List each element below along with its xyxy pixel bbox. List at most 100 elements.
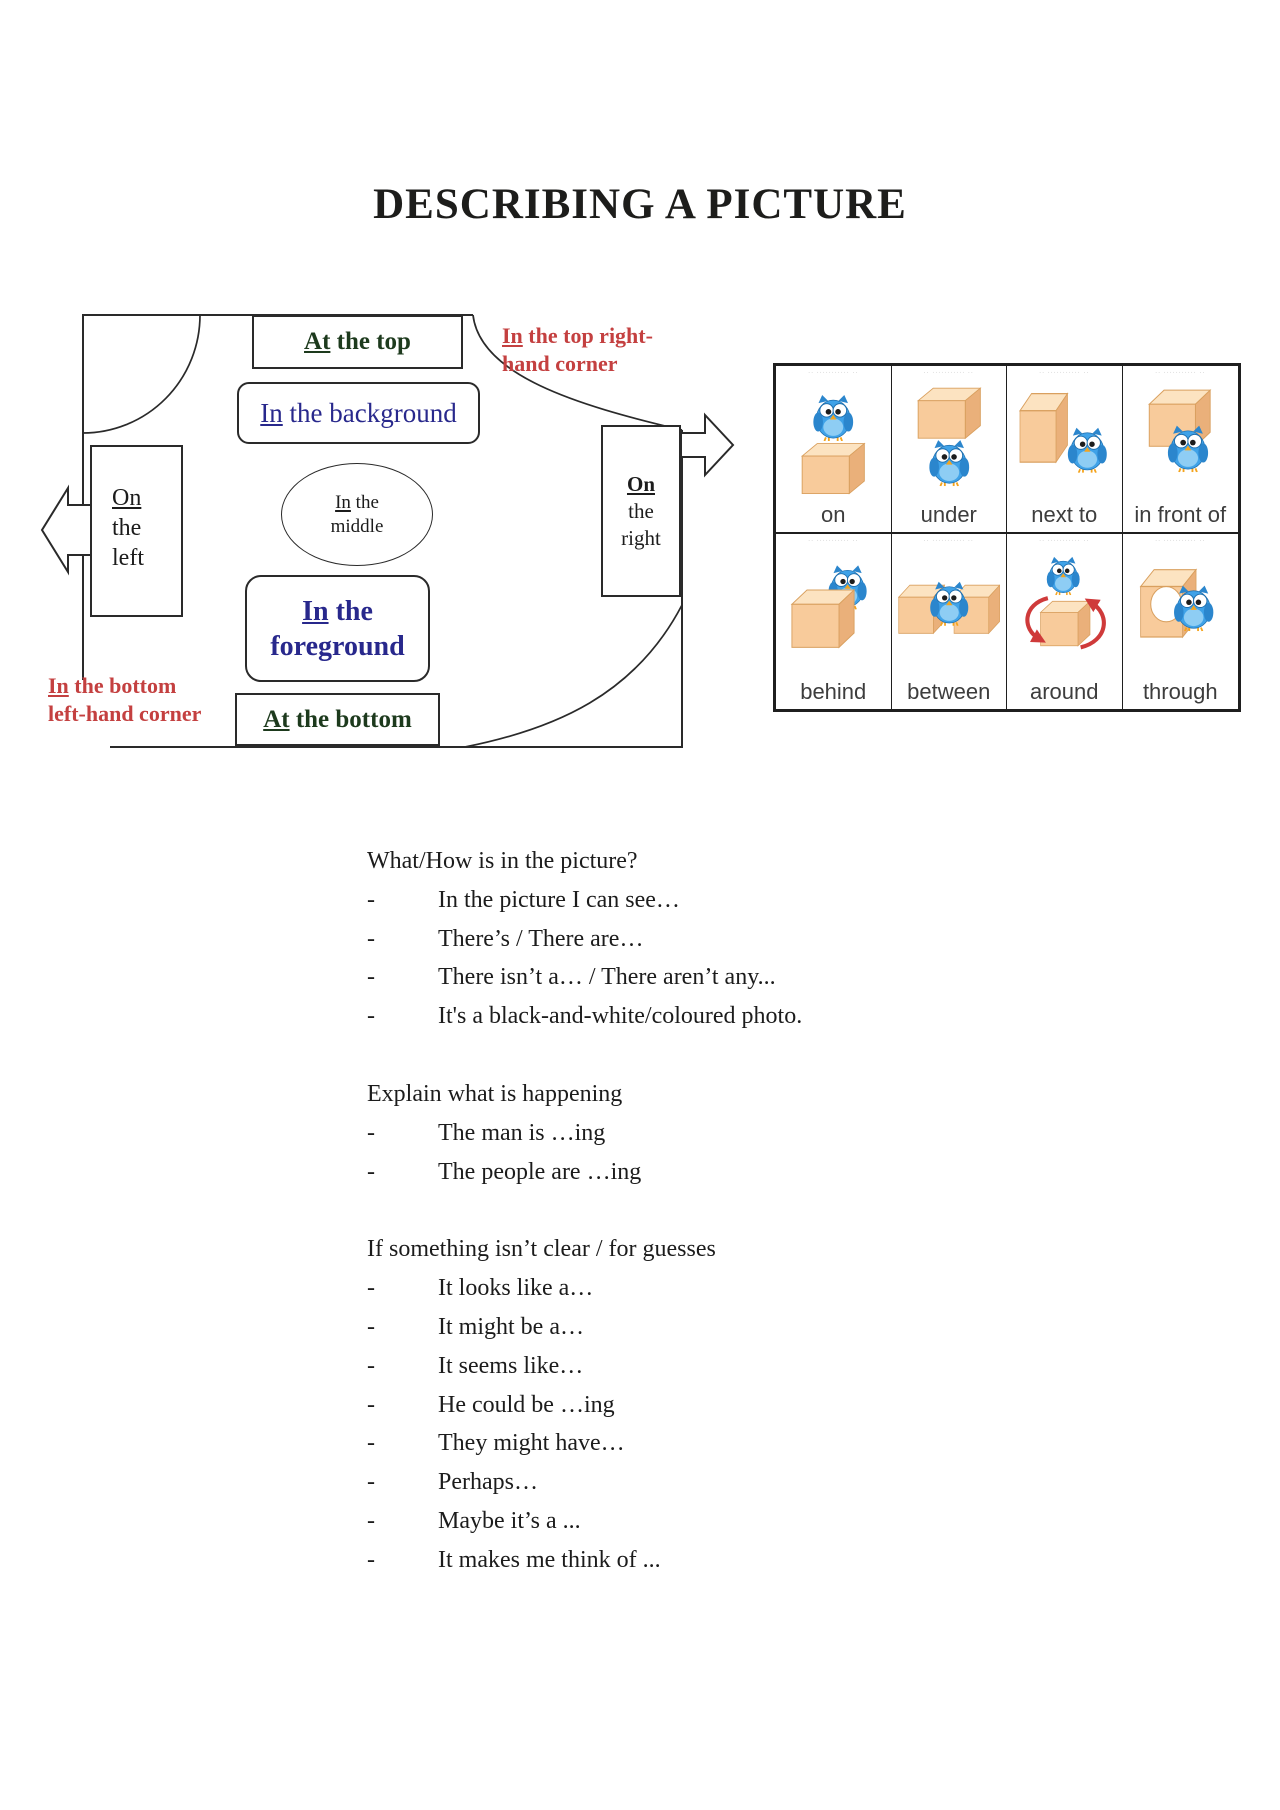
around-arrow-icon [1080, 598, 1106, 650]
bullet-item: - The man is …ing [367, 1114, 1007, 1153]
phrase-sections: What/How is in the picture? - In the pic… [367, 842, 1007, 1580]
section-happening: Explain what is happening - The man is …… [367, 1075, 1007, 1191]
owl-next-to-box-illustration [1019, 393, 1108, 473]
bullet-dash: - [367, 1391, 375, 1418]
bullet-item: - In the picture I can see… [367, 881, 1007, 920]
preposition-label: on [821, 502, 846, 527]
position-diagram-frame [40, 314, 735, 748]
prepositions-grid: ·· ··········· ·· on ·· ··········· ·· u… [773, 363, 1241, 712]
bullet-text: In the picture I can see… [438, 886, 680, 913]
top-left-corner-arc [82, 314, 201, 434]
watermark-text: ·· ··········· ·· [1155, 370, 1206, 376]
watermark-text: ·· ··········· ·· [808, 538, 859, 544]
bullet-dash: - [367, 1119, 375, 1146]
bullet-item: - It's a black-and-white/coloured photo. [367, 997, 1007, 1036]
bullet-item: - There’s / There are… [367, 920, 1007, 959]
bullet-item: - He could be …ing [367, 1386, 1007, 1425]
preposition-card-through: ·· ··········· ·· through [1123, 534, 1239, 709]
bottom-right-corner-arc [464, 604, 683, 748]
preposition-card-in-front-of: ·· ··········· ·· in front of [1122, 366, 1238, 534]
owl-on-box-illustration [801, 394, 865, 495]
section-heading: Explain what is happening [367, 1080, 623, 1107]
bullet-dash: - [367, 1430, 375, 1457]
bullet-dash: - [367, 925, 375, 952]
preposition-label: around [1029, 679, 1099, 704]
preposition-card-around: ·· ··········· ·· around [1007, 534, 1123, 709]
bullet-text: There isn’t a… / There aren’t any... [438, 964, 776, 991]
bullet-dash: - [367, 1352, 375, 1379]
preposition-label: through [1142, 679, 1218, 704]
owl-between-boxes-illustration [897, 580, 1000, 634]
bullet-dash: - [367, 1313, 375, 1340]
bullet-dash: - [367, 1546, 375, 1573]
preposition-card-next-to: ·· ··········· ·· next to [1007, 366, 1123, 534]
owl-through-box-illustration [1139, 569, 1214, 638]
preposition-label: behind [800, 679, 867, 704]
left-arrow-icon [40, 484, 92, 576]
label-at-the-top: At the top [252, 315, 463, 369]
preposition-label: between [907, 679, 991, 704]
bullet-item: - They might have… [367, 1424, 1007, 1463]
top-right-corner-arc [472, 314, 683, 431]
bullet-dash: - [367, 1469, 375, 1496]
section-heading: What/How is in the picture? [367, 848, 638, 874]
preposition-card-behind: ·· ··········· ·· behind [776, 534, 892, 709]
around-arrow-icon [1025, 596, 1049, 643]
page-title: DESCRIBING A PICTURE [373, 181, 907, 228]
preposition-label: in front of [1134, 502, 1227, 527]
section-heading: If something isn’t clear / for guesses [367, 1236, 716, 1263]
bullet-dash: - [367, 964, 375, 991]
bullet-item: - It looks like a… [367, 1269, 1007, 1308]
bullet-text: He could be …ing [438, 1391, 615, 1418]
watermark-text: ·· ··········· ·· [808, 370, 859, 376]
label-in-the-background: In the background [237, 382, 480, 444]
bullet-text: The man is …ing [438, 1119, 606, 1146]
bullet-text: It makes me think of ... [438, 1546, 661, 1573]
bullet-item: - It makes me think of ... [367, 1541, 1007, 1580]
preposition-label: next to [1031, 502, 1098, 527]
watermark-text: ·· ··········· ·· [923, 538, 974, 544]
bullet-item: - It seems like… [367, 1347, 1007, 1386]
preposition-card-under: ·· ··········· ·· under [891, 366, 1007, 534]
owl-under-box-illustration [917, 387, 981, 487]
bullet-text: It looks like a… [438, 1275, 594, 1302]
bullet-dash: - [367, 1158, 375, 1185]
watermark-text: ·· ··········· ·· [1039, 538, 1090, 544]
section-guesses: If something isn’t clear / for guesses -… [367, 1230, 1007, 1579]
frame-bottom-right-edges [110, 430, 683, 748]
bullet-item: - There isn’t a… / There aren’t any... [367, 958, 1007, 997]
bullet-text: It seems like… [438, 1352, 584, 1379]
watermark-text: ·· ··········· ·· [1155, 538, 1206, 544]
bullet-dash: - [367, 1507, 375, 1534]
bullet-text: Perhaps… [438, 1469, 538, 1496]
bullet-dash: - [367, 1003, 375, 1030]
label-bottom-left-corner: In the bottom left-hand corner [48, 673, 202, 726]
label-in-the-middle: In the middle [281, 463, 433, 566]
owl-in-front-of-box-illustration [1148, 389, 1211, 473]
bullet-item: - It might be a… [367, 1308, 1007, 1347]
bullet-text: They might have… [438, 1430, 625, 1457]
label-in-the-foreground: In the foreground [245, 575, 430, 682]
bullet-item: - The people are …ing [367, 1153, 1007, 1192]
right-arrow-icon [680, 412, 735, 478]
label-on-the-right: On the right [601, 425, 681, 597]
section-what-how: What/How is in the picture? - In the pic… [367, 842, 1007, 1036]
bullet-text: Maybe it’s a ... [438, 1507, 581, 1534]
bullet-item: - Maybe it’s a ... [367, 1502, 1007, 1541]
bullet-text: It might be a… [438, 1313, 584, 1340]
label-at-the-bottom: At the bottom [235, 693, 440, 746]
preposition-card-between: ·· ··········· ·· between [892, 534, 1007, 709]
preposition-card-on: ·· ··········· ·· on [776, 366, 892, 534]
bullet-text: It's a black-and-white/coloured photo. [438, 1003, 803, 1030]
bullet-text: The people are …ing [438, 1158, 642, 1185]
watermark-text: ·· ··········· ·· [923, 370, 974, 376]
bullet-dash: - [367, 1275, 375, 1302]
watermark-text: ·· ··········· ·· [1039, 370, 1090, 376]
owl-around-box-illustration [1025, 556, 1106, 650]
bullet-dash: - [367, 886, 375, 913]
owl-behind-box-illustration [791, 564, 868, 648]
label-top-right-corner: In the top right- hand corner [502, 323, 653, 376]
preposition-label: under [920, 502, 977, 527]
label-on-the-left: On the left [90, 445, 183, 617]
